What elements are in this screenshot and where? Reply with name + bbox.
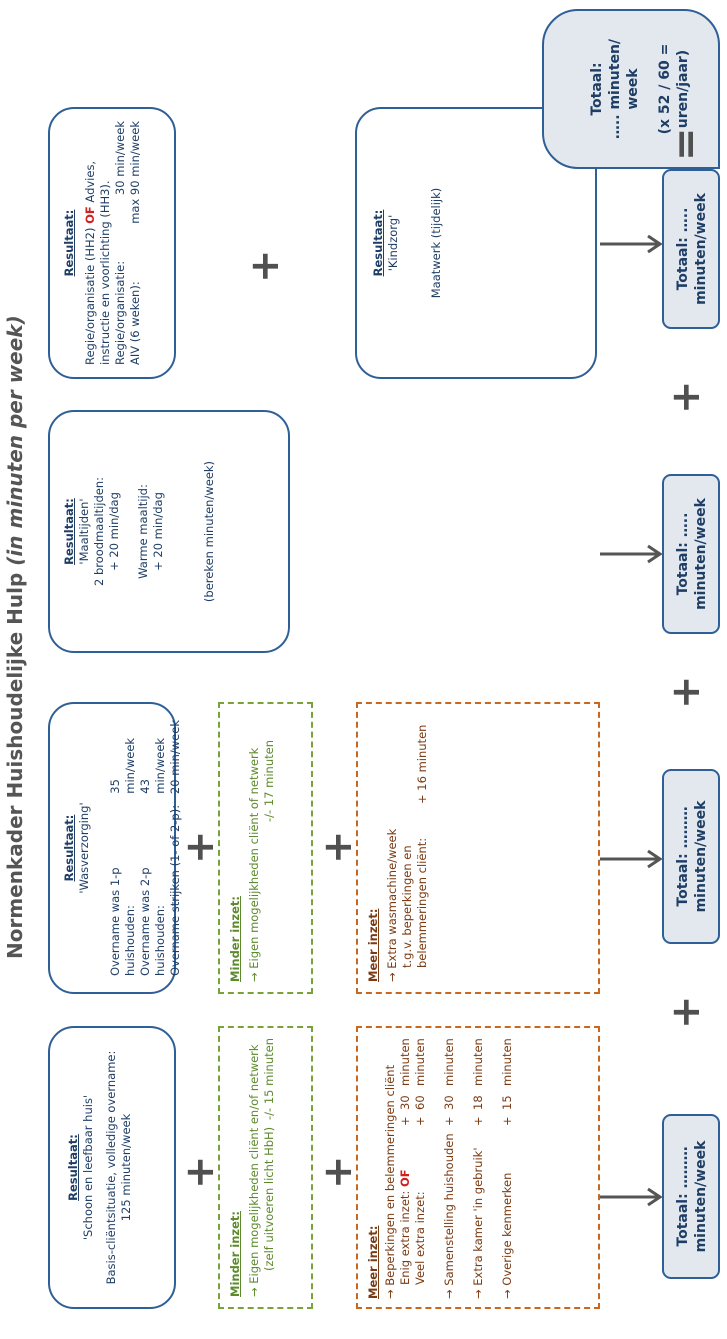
result-line: (bereken minuten/week)	[202, 460, 216, 603]
arrow-down-icon	[600, 849, 663, 869]
total-box-3: Totaal: ….. minuten/week	[662, 474, 720, 634]
plus-sign: +	[315, 1155, 361, 1189]
result-heading: Resultaat:	[62, 209, 76, 277]
minder-line: -/- 17 minuten	[262, 740, 276, 822]
regie-line: Regie/organisatie:30 min/week	[113, 121, 127, 365]
total-line: minuten/week	[693, 498, 709, 610]
result-line: + 20 min/dag	[151, 492, 165, 571]
total-line: Totaal: ………	[675, 806, 691, 907]
result-heading: Resultaat:	[371, 209, 385, 277]
meer-heading: Meer inzet:	[366, 908, 380, 982]
regie-line: instructie en voorlichting (HH3).	[98, 180, 112, 365]
result-name: 'Maaltijden'	[77, 498, 91, 565]
regie-line: AIV (6 weken):max 90 min/week	[128, 121, 142, 365]
meer-line: t.g.v. beperkingen en	[400, 845, 414, 968]
arrow-down-icon	[600, 544, 663, 564]
result-heading: Resultaat:	[62, 498, 76, 565]
result-schoon-box: Resultaat: 'Schoon en leefbaar huis' Bas…	[48, 1026, 176, 1309]
regie-line: Regie/organisatie (HH2) OF Advies,	[83, 160, 97, 365]
total-box-4: Totaal: ….. minuten/week	[662, 169, 720, 329]
total-line: minuten/week	[693, 193, 709, 305]
result-name: 'Kindzorg'	[386, 214, 400, 272]
meer-line: belemmeringen cliënt:+ 16 minuten	[415, 724, 429, 968]
total-box-1: Totaal: ……… minuten/week	[662, 1114, 720, 1279]
plus-sign: +	[177, 1155, 223, 1189]
result-line: 2 broodmaaltijden:	[92, 476, 106, 587]
total-line: minuten/week	[693, 800, 709, 913]
total-line: Totaal: …..	[675, 512, 691, 596]
page-title: Normenkader Huishoudelijke Hulp (in minu…	[3, 315, 27, 959]
plus-sign: +	[177, 830, 223, 864]
result-line: 125 minuten/week	[119, 1113, 133, 1222]
plus-sign: +	[663, 995, 709, 1029]
equals-sign: =	[663, 127, 709, 161]
meer-line: → Beperkingen en belemmeringen cliënt	[383, 1064, 397, 1299]
result-line: Maatwerk (tijdelijk)	[429, 187, 443, 299]
minder-inzet-box-2: Minder inzet: → Eigen mogelijkheden clië…	[218, 702, 313, 994]
meer-heading: Meer inzet:	[366, 1225, 380, 1299]
was-row: Overname was 1-p huishouden:35 min/week	[108, 737, 137, 976]
result-regie-box: Resultaat: Regie/organisatie (HH2) OF Ad…	[48, 107, 176, 379]
result-name: 'Schoon en leefbaar huis'	[81, 1094, 95, 1241]
result-heading: Resultaat:	[66, 1134, 80, 1201]
result-name: 'Wasverzorging'	[77, 802, 91, 894]
minder-inzet-box-1: Minder inzet: → Eigen mogelijkheden clië…	[218, 1026, 313, 1309]
total-line: Totaal: …..	[675, 207, 691, 291]
minder-line: → Eigen mogelijkheden cliënt of netwerk	[247, 747, 261, 982]
result-heading: Resultaat:	[62, 814, 76, 882]
result-was-box: Resultaat: 'Wasverzorging' Overname was …	[48, 702, 182, 994]
total-line: minuten/week	[693, 1140, 709, 1253]
minder-line: (zelf uitvoeren licht HbH)-/- 15 minuten	[262, 1038, 276, 1271]
result-line: Basis-cliëntsituatie, volledige overname…	[104, 1050, 118, 1285]
minder-heading: Minder inzet:	[228, 896, 242, 982]
meer-inzet-box-2: Meer inzet: → Extra wasmachine/week t.g.…	[356, 702, 600, 994]
result-line: + 20 min/dag	[107, 492, 121, 571]
grand-total-line: week	[625, 68, 641, 110]
total-box-2: Totaal: ……… minuten/week	[662, 769, 720, 944]
was-row: Overname was 2-p huishouden:43 min/week	[138, 737, 167, 976]
result-maaltijden-box: Resultaat: 'Maaltijden' 2 broodmaaltijde…	[48, 410, 290, 653]
plus-sign: +	[242, 249, 288, 283]
meer-inzet-box-1: Meer inzet: → Beperkingen en belemmering…	[356, 1026, 600, 1309]
plus-sign: +	[315, 830, 361, 864]
total-line: Totaal: ………	[675, 1146, 691, 1247]
arrow-down-icon	[600, 1187, 663, 1207]
result-line: Warme maaltijd:	[136, 484, 150, 579]
plus-sign: +	[663, 675, 709, 709]
grand-total-line: ….. minuten/	[607, 38, 623, 140]
minder-line: → Eigen mogelijkheden cliënt en/of netwe…	[247, 1044, 261, 1297]
meer-line: → Extra wasmachine/week	[385, 828, 399, 982]
plus-sign: +	[663, 380, 709, 414]
arrow-down-icon	[600, 234, 663, 254]
minder-heading: Minder inzet:	[228, 1211, 242, 1297]
grand-total-line: Totaal:	[589, 62, 605, 116]
